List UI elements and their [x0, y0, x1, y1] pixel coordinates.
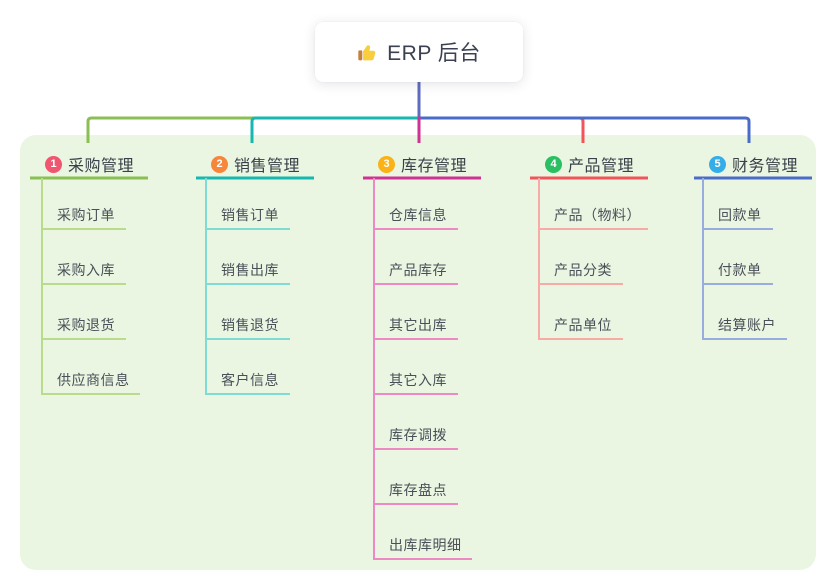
branch-3-badge: 3	[378, 155, 395, 173]
child-node[interactable]: 产品单位	[554, 317, 612, 333]
branch-node-purchase[interactable]: 1 采购管理	[45, 152, 134, 176]
child-node[interactable]: 付款单	[718, 262, 762, 278]
child-node[interactable]: 供应商信息	[57, 372, 130, 388]
branch-node-inventory[interactable]: 3 库存管理	[378, 152, 467, 176]
child-node[interactable]: 采购入库	[57, 262, 115, 278]
child-node[interactable]: 产品分类	[554, 262, 612, 278]
child-node[interactable]: 销售订单	[221, 207, 279, 223]
child-node[interactable]: 库存盘点	[389, 482, 447, 498]
branch-node-finance[interactable]: 5 财务管理	[709, 152, 798, 176]
child-node[interactable]: 回款单	[718, 207, 762, 223]
root-node[interactable]: ERP 后台	[315, 22, 523, 82]
branch-2-label: 销售管理	[234, 158, 301, 175]
child-node[interactable]: 其它出库	[389, 317, 447, 333]
branch-5-label: 财务管理	[732, 158, 799, 175]
branch-1-badge: 1	[45, 155, 62, 173]
root-node-label: ERP 后台	[387, 42, 481, 65]
branch-node-sales[interactable]: 2 销售管理	[211, 152, 300, 176]
branch-4-label: 产品管理	[568, 158, 635, 175]
child-node[interactable]: 销售出库	[221, 262, 279, 278]
branches-background-panel	[20, 135, 816, 570]
child-node[interactable]: 仓库信息	[389, 207, 447, 223]
child-node[interactable]: 产品库存	[389, 262, 447, 278]
branch-5-badge: 5	[709, 155, 726, 173]
branch-node-product[interactable]: 4 产品管理	[545, 152, 634, 176]
thumbs-up-icon	[357, 42, 378, 63]
branch-3-label: 库存管理	[401, 158, 468, 175]
branch-2-badge: 2	[211, 155, 228, 173]
child-node[interactable]: 产品（物料）	[554, 207, 641, 223]
child-node[interactable]: 采购退货	[57, 317, 115, 333]
child-node[interactable]: 采购订单	[57, 207, 115, 223]
child-node[interactable]: 库存调拨	[389, 427, 447, 443]
child-node[interactable]: 客户信息	[221, 372, 279, 388]
branch-1-label: 采购管理	[68, 158, 135, 175]
branch-4-badge: 4	[545, 155, 562, 173]
child-node[interactable]: 结算账户	[718, 317, 776, 333]
child-node[interactable]: 销售退货	[221, 317, 279, 333]
child-node[interactable]: 其它入库	[389, 372, 447, 388]
child-node[interactable]: 出库库明细	[389, 537, 462, 553]
